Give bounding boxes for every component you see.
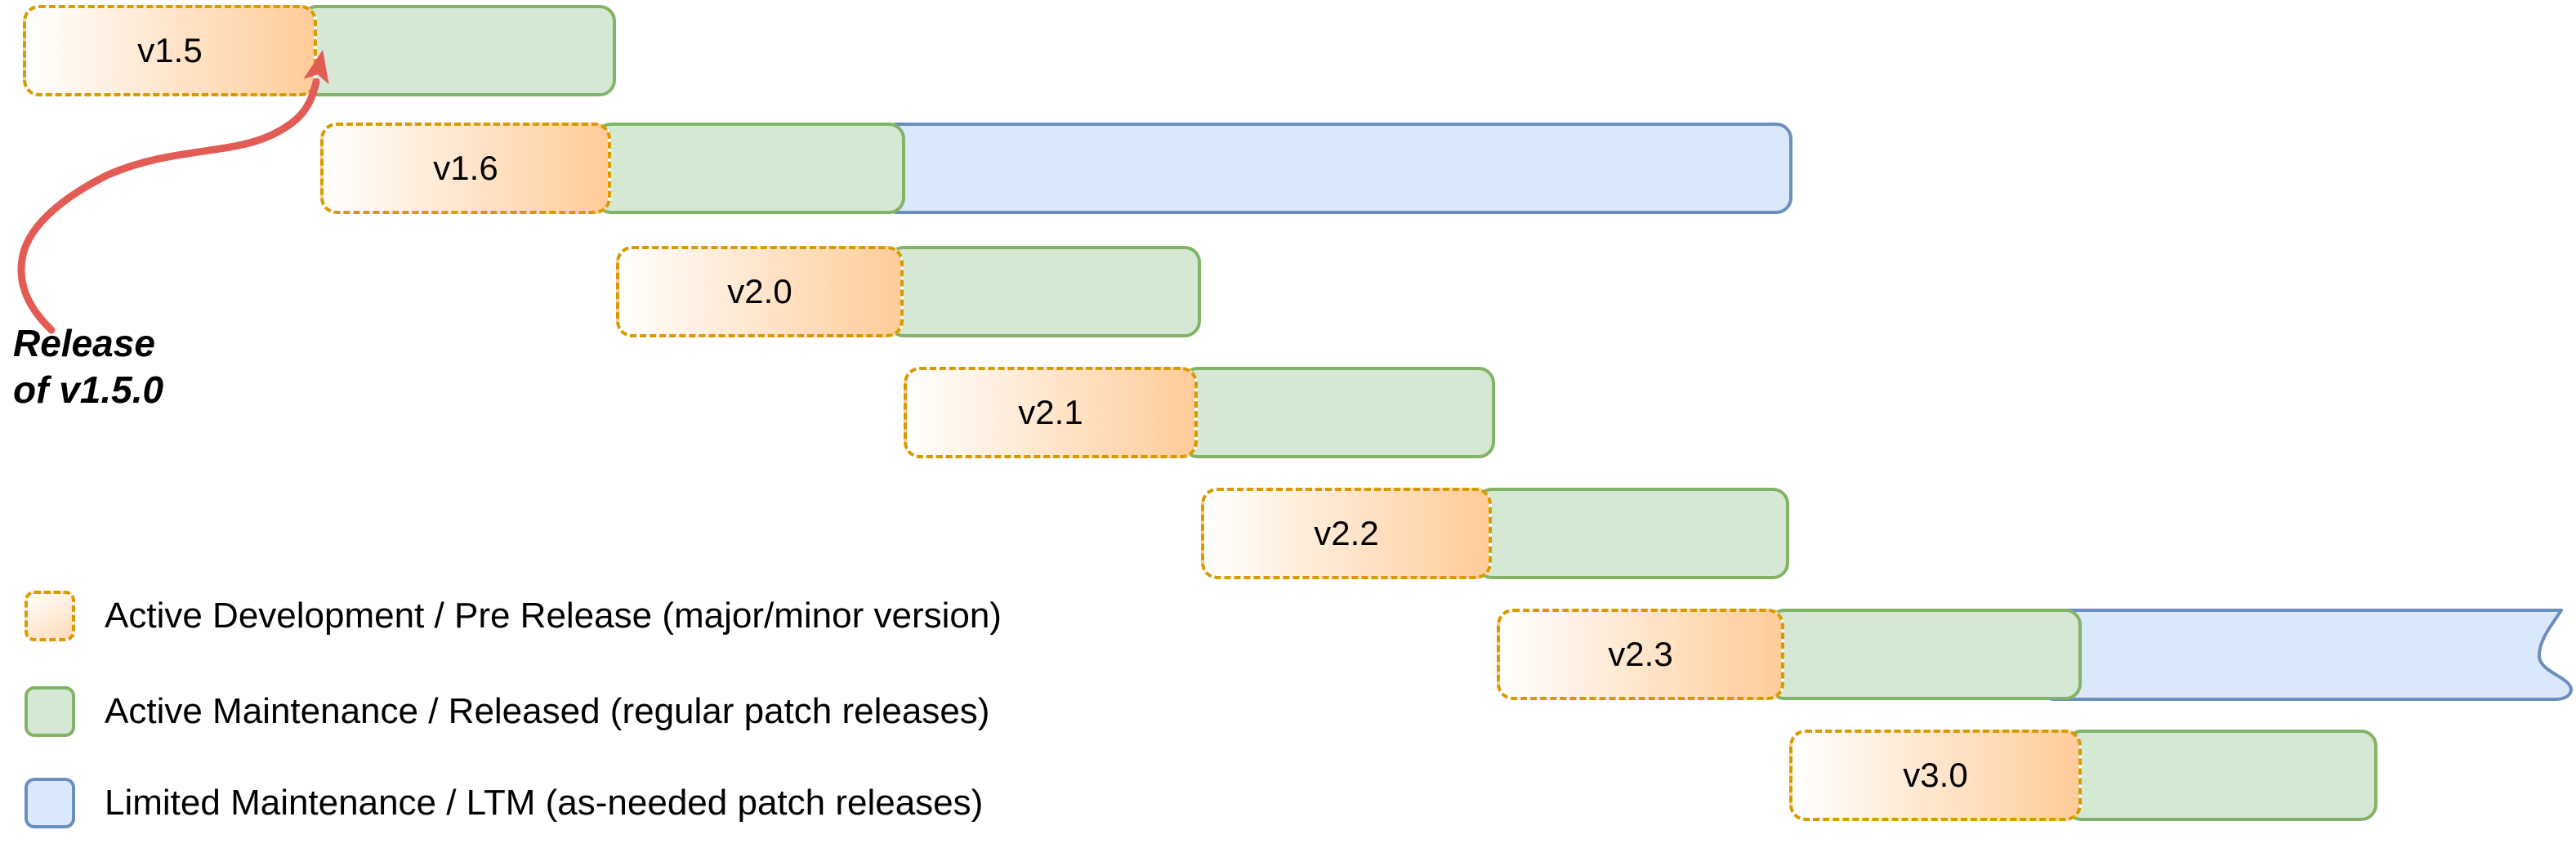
release-row-v1.6: v1.6: [0, 123, 2576, 214]
legend-swatch-maint: [25, 686, 75, 737]
segment-maint-v2.0: [887, 246, 1201, 337]
legend-label-maint: Active Maintenance / Released (regular p…: [105, 691, 990, 731]
segment-dev-v2.1: v2.1: [904, 367, 1198, 458]
version-label-v2.2: v2.2: [1314, 514, 1379, 552]
segment-maint-v2.1: [1181, 367, 1495, 458]
segment-dev-v3.0: v3.0: [1789, 730, 2082, 821]
legend-swatch-ltm: [25, 778, 75, 828]
segment-maint-v3.0: [2065, 730, 2377, 821]
legend-swatch-dev: [25, 591, 75, 641]
version-label-v2.1: v2.1: [1018, 393, 1083, 431]
version-label-v3.0: v3.0: [1903, 756, 1968, 794]
legend-label-dev: Active Development / Pre Release (major/…: [105, 596, 1002, 636]
legend-item-active-maintenance: Active Maintenance / Released (regular p…: [25, 686, 989, 737]
legend-item-active-development: Active Development / Pre Release (major/…: [25, 591, 1002, 641]
segment-ltm-continuing-v2.3: [2042, 609, 2573, 701]
version-label-v1.5: v1.5: [137, 31, 203, 69]
annotation-line2: of v1.5.0: [13, 368, 164, 411]
annotation-release-v150: Release of v1.5.0: [13, 320, 163, 413]
release-row-v1.5: v1.5: [0, 5, 2576, 96]
segment-dev-v1.5: v1.5: [23, 5, 317, 96]
segment-maint-v1.6: [595, 123, 905, 214]
segment-dev-v2.2: v2.2: [1201, 488, 1492, 579]
release-row-v2.1: v2.1: [0, 367, 2576, 458]
release-row-v2.3: v2.3: [0, 609, 2576, 701]
release-row-v3.0: v3.0: [0, 730, 2576, 821]
version-label-v2.0: v2.0: [727, 272, 792, 310]
segment-maint-v2.3: [1768, 609, 2082, 700]
segment-dev-v2.3: v2.3: [1497, 609, 1784, 700]
segment-ltm-v1.6: [881, 123, 1792, 214]
version-label-v1.6: v1.6: [433, 149, 498, 187]
segment-dev-v2.0: v2.0: [616, 246, 904, 337]
annotation-line1: Release: [13, 322, 155, 364]
legend-label-ltm: Limited Maintenance / LTM (as-needed pat…: [105, 783, 984, 823]
legend-item-limited-maintenance: Limited Maintenance / LTM (as-needed pat…: [25, 778, 983, 828]
version-label-v2.3: v2.3: [1608, 635, 1673, 673]
release-row-v2.2: v2.2: [0, 488, 2576, 579]
segment-maint-v2.2: [1476, 488, 1789, 579]
segment-dev-v1.6: v1.6: [320, 123, 611, 214]
segment-maint-v1.5: [301, 5, 616, 96]
release-row-v2.0: v2.0: [0, 246, 2576, 337]
